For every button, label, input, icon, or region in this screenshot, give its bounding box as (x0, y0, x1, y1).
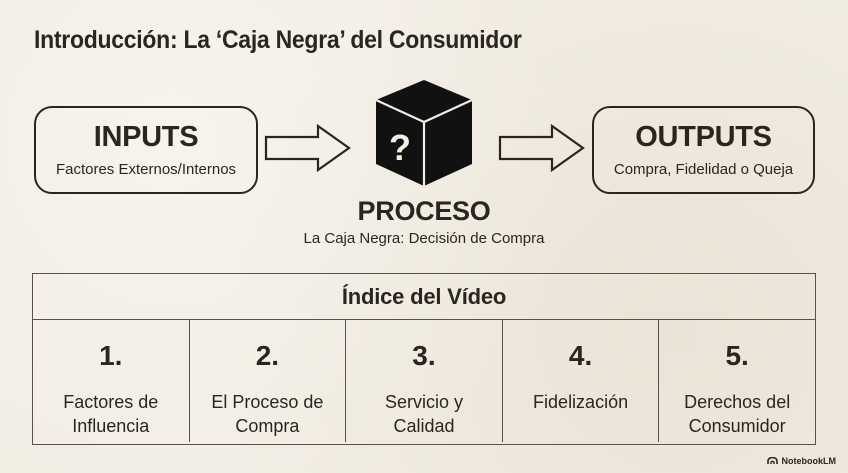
right-arrow-icon (498, 123, 585, 173)
index-item: 4. Fidelización (503, 320, 660, 442)
outputs-subtitle: Compra, Fidelidad o Queja (613, 160, 794, 178)
index-item-label: Derechos del Consumidor (684, 392, 791, 436)
index-item: 5. Derechos del Consumidor (659, 320, 815, 442)
index-columns: 1. Factores de Influencia 2. El Proceso … (33, 320, 815, 442)
index-item-label: Fidelización (533, 392, 629, 412)
watermark-text: NotebookLM (781, 456, 837, 466)
inputs-title: INPUTS (93, 120, 199, 153)
index-title: Índice del Vídeo (33, 274, 815, 320)
notebooklm-logo-icon (766, 457, 778, 464)
index-item: 2. El Proceso de Compra (190, 320, 347, 442)
notebooklm-watermark: NotebookLM (766, 456, 837, 466)
index-item-label: Factores de Influencia (63, 392, 159, 436)
index-item-number: 3. (412, 340, 436, 371)
index-item-number: 5. (725, 340, 749, 371)
outputs-box: OUTPUTS Compra, Fidelidad o Queja (592, 106, 815, 194)
page-title: Introducción: La ‘Caja Negra’ del Consum… (34, 26, 522, 54)
cube-question-mark: ? (389, 127, 411, 168)
video-index-table: Índice del Vídeo 1. Factores de Influenc… (32, 273, 816, 445)
index-item-number: 1. (99, 340, 123, 371)
inputs-box: INPUTS Factores Externos/Internos (34, 106, 258, 194)
index-item: 3. Servicio y Calidad (346, 320, 503, 442)
right-arrow-icon (264, 123, 351, 173)
black-box-cube-icon: ? (375, 80, 473, 186)
index-item: 1. Factores de Influencia (33, 320, 190, 442)
process-title: PROCESO (357, 196, 491, 226)
process-subtitle: La Caja Negra: Decisión de Compra (303, 230, 545, 247)
outputs-title: OUTPUTS (635, 120, 772, 153)
inputs-subtitle: Factores Externos/Internos (55, 160, 237, 178)
index-item-label: Servicio y Calidad (384, 392, 463, 436)
index-item-number: 4. (568, 340, 593, 371)
index-item-number: 2. (255, 340, 280, 371)
index-item-label: El Proceso de Compra (211, 392, 324, 436)
